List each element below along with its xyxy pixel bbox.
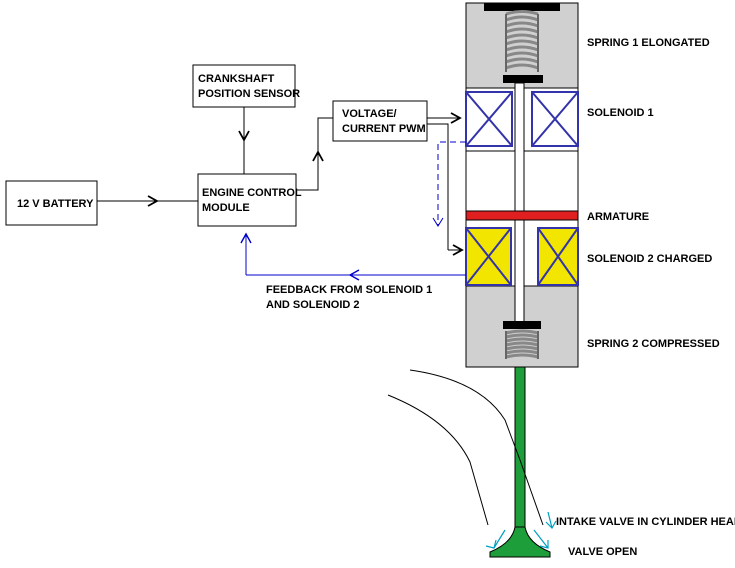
spring-2-seat — [503, 321, 541, 329]
solenoid-1-label: SOLENOID 1 — [587, 107, 654, 119]
top-cap — [484, 3, 560, 11]
spring-2 — [505, 329, 539, 359]
crankshaft-label-line1: CRANKSHAFT — [198, 73, 275, 85]
armature-label: ARMATURE — [587, 211, 649, 223]
pwm-to-solenoid-2-line — [427, 123, 464, 256]
actuator-stem — [514, 82, 525, 324]
armature — [465, 210, 579, 221]
solenoid-2-label: SOLENOID 2 CHARGED — [587, 253, 712, 265]
pwm-label-line2: CURRENT PWM — [342, 123, 426, 135]
spring-1-seat — [503, 75, 543, 83]
pwm-block — [332, 100, 428, 142]
battery-label: 12 V BATTERY — [17, 198, 94, 210]
ecm-label-line2: MODULE — [202, 202, 250, 214]
valve-state-label: VALVE OPEN — [568, 546, 637, 558]
intake-valve — [489, 366, 551, 558]
intake-valve-label: INTAKE VALVE IN CYLINDER HEAD — [556, 516, 735, 528]
feedback-label-line1: FEEDBACK FROM SOLENOID 1 — [266, 284, 432, 296]
feedback-line — [240, 232, 466, 281]
cylinder-head-port — [387, 369, 544, 526]
feedback-label-line2: AND SOLENOID 2 — [266, 299, 360, 311]
pwm-dashed-line — [432, 141, 466, 227]
ecm-label-line1: ENGINE CONTROL — [202, 187, 302, 199]
ecm-to-pwm-line — [296, 117, 333, 191]
solenoid-1 — [465, 91, 579, 147]
airflow-arrows — [485, 511, 557, 549]
crankshaft-sensor-block — [192, 64, 296, 108]
crankshaft-label-line2: POSITION SENSOR — [198, 88, 300, 100]
pwm-label-line1: VOLTAGE/ — [342, 108, 397, 120]
solenoid-2 — [465, 227, 579, 286]
battery-block — [5, 180, 98, 226]
spring-1-label: SPRING 1 ELONGATED — [587, 37, 710, 49]
ecm-block — [197, 173, 297, 227]
spring-2-label: SPRING 2 COMPRESSED — [587, 338, 720, 350]
spring-1 — [505, 10, 539, 72]
